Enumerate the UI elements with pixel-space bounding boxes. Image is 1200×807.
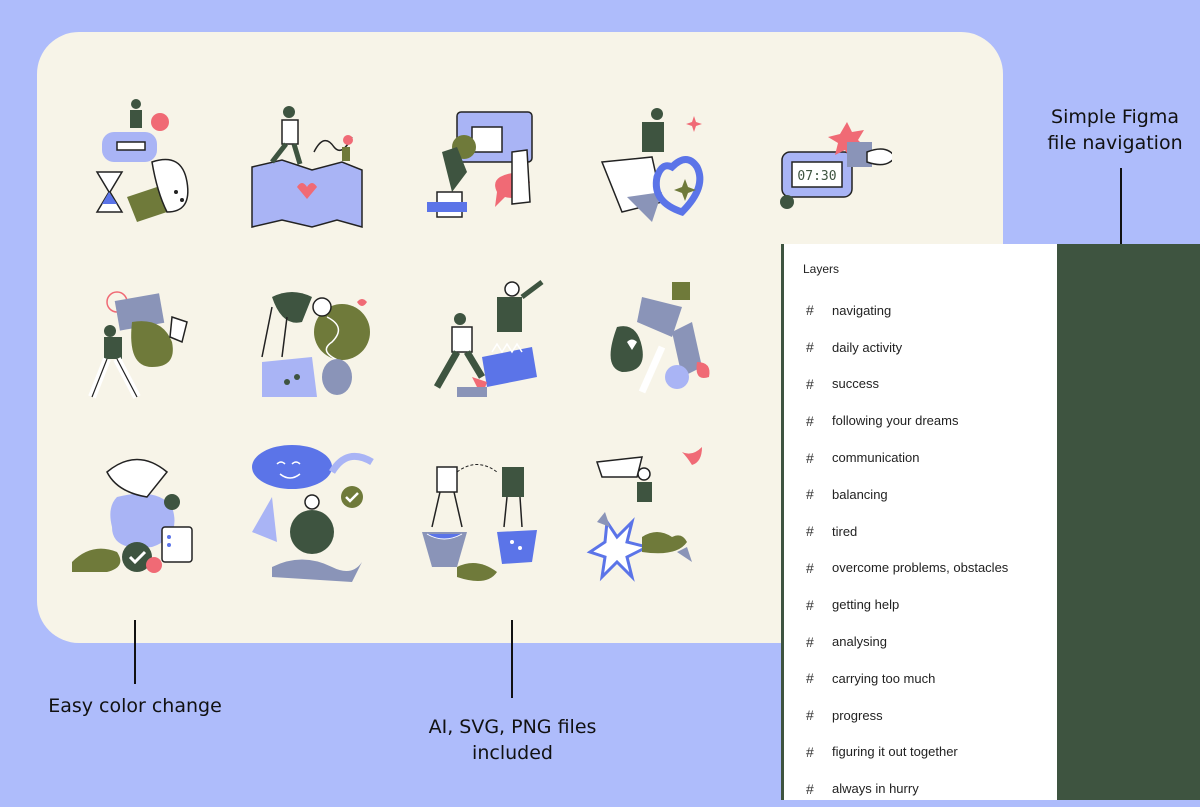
hash-frame-icon: # (806, 743, 814, 760)
illustration-tired (242, 267, 382, 407)
clock-display-text: 07:30 (797, 169, 836, 184)
layer-item[interactable]: # following your dreams (784, 402, 1057, 439)
illustration-progress (412, 442, 552, 582)
caption-line-1: Simple Figma (1051, 106, 1179, 128)
hash-frame-icon: # (806, 670, 814, 687)
illustration-analysing (72, 442, 212, 582)
layer-item[interactable]: # carrying too much (784, 660, 1057, 697)
hash-frame-icon: # (806, 559, 814, 576)
layer-item[interactable]: # overcome problems, obstacles (784, 550, 1057, 587)
illustration-grid: 07:30 (57, 82, 957, 612)
illustration-carrying-too-much (242, 442, 382, 582)
illustration-success (412, 92, 552, 232)
layer-item-label: analysing (832, 634, 887, 650)
layer-item-label: balancing (832, 486, 888, 502)
hash-frame-icon: # (806, 449, 814, 466)
layers-panel: Layers # navigating # daily activity # succes… (781, 244, 1057, 800)
hash-frame-icon: # (806, 486, 814, 503)
illustration-overcome-problems (412, 267, 552, 407)
hash-frame-icon: # (806, 412, 814, 429)
layer-item-label: progress (832, 707, 883, 723)
layer-item[interactable]: # navigating (784, 292, 1057, 329)
layer-item-label: figuring it out together (832, 744, 958, 760)
illustration-daily-activity (242, 92, 382, 232)
layer-item[interactable]: # tired (784, 513, 1057, 550)
caption-figma-navigation: Simple Figma file navigation (1030, 104, 1200, 156)
layer-item[interactable]: # daily activity (784, 329, 1057, 366)
caption-color-change: Easy color change (48, 695, 222, 717)
illustration-getting-help (582, 267, 722, 407)
hash-frame-icon: # (806, 780, 814, 797)
layer-item-label: carrying too much (832, 670, 936, 686)
hash-frame-icon: # (806, 523, 814, 540)
layer-item-label: daily activity (832, 339, 903, 355)
illustration-navigating (72, 92, 212, 232)
caption-file-formats: AI, SVG, PNG files included (400, 714, 625, 766)
illustration-communication: 07:30 (752, 92, 892, 232)
hash-frame-icon: # (806, 375, 814, 392)
layer-item-label: getting help (832, 597, 900, 613)
illustration-figuring-it-out (582, 442, 722, 582)
layer-list: # navigating # daily activity # success # follo… (784, 292, 1057, 807)
layer-item-label: communication (832, 450, 920, 466)
layer-item-label: following your dreams (832, 413, 959, 429)
illustration-balancing (72, 267, 212, 407)
layer-item[interactable]: # success (784, 366, 1057, 403)
layer-item[interactable]: # figuring it out together (784, 734, 1057, 771)
hash-frame-icon: # (806, 707, 814, 724)
caption-line-2: file navigation (1047, 132, 1183, 154)
pointer-line-right (1120, 168, 1122, 244)
layer-item[interactable]: # balancing (784, 476, 1057, 513)
layer-item-label: success (832, 376, 879, 392)
layer-item-label: overcome problems, obstacles (832, 560, 1009, 576)
layer-item-label: always in hurry (832, 781, 919, 797)
layer-item[interactable]: # always in hurry (784, 770, 1057, 807)
layer-item[interactable]: # getting help (784, 586, 1057, 623)
caption-line-2: included (472, 742, 553, 764)
hash-frame-icon: # (806, 596, 814, 613)
layer-item-label: navigating (832, 302, 892, 318)
canvas-background-panel (1057, 244, 1200, 800)
layer-item[interactable]: # communication (784, 439, 1057, 476)
hash-frame-icon: # (806, 339, 814, 356)
layer-item[interactable]: # analysing (784, 623, 1057, 660)
hash-frame-icon: # (806, 633, 814, 650)
layer-item-label: tired (832, 523, 858, 539)
layer-item[interactable]: # progress (784, 697, 1057, 734)
caption-line-1: AI, SVG, PNG files (428, 716, 597, 738)
illustration-following-your-dreams (582, 92, 722, 232)
pointer-line-mid (511, 620, 513, 698)
layers-panel-title: Layers (803, 262, 840, 276)
pointer-line-left (134, 620, 136, 684)
hash-frame-icon: # (806, 302, 814, 319)
